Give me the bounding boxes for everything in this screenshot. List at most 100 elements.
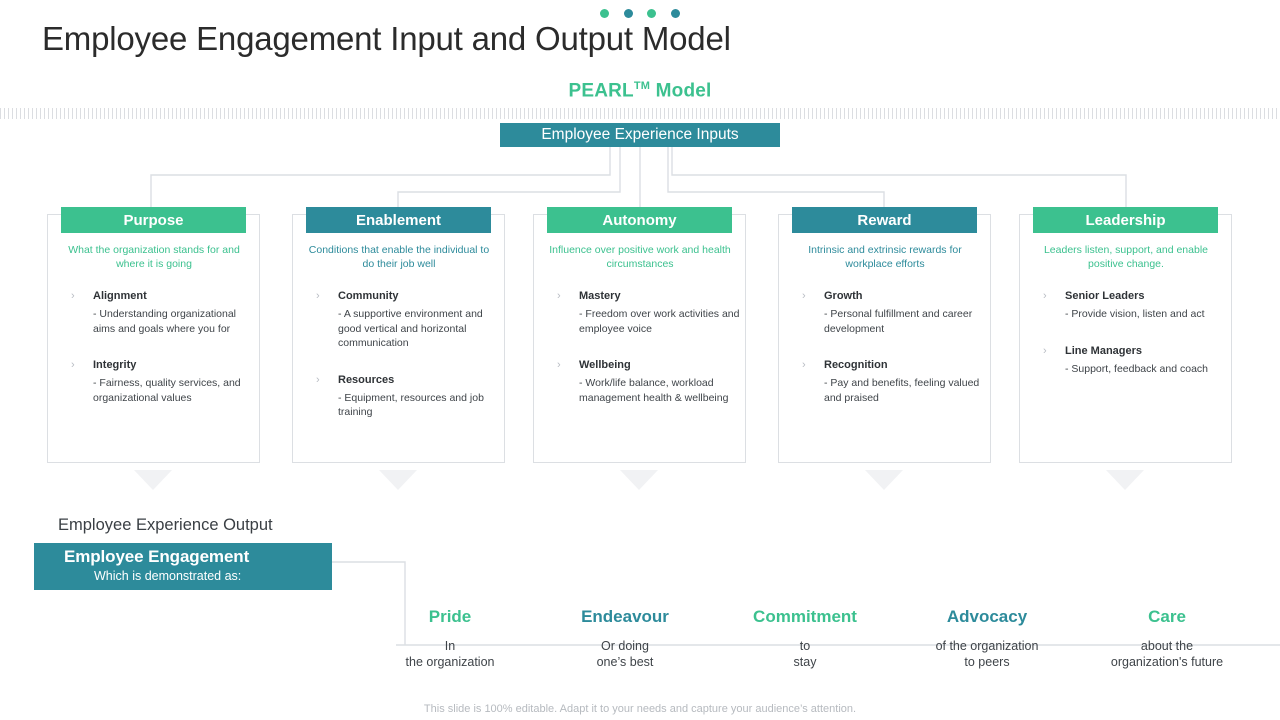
column-description: Conditions that enable the individual to…	[308, 244, 490, 270]
model-subtitle: PEARLTM Model	[0, 80, 1280, 102]
chevron-right-icon: ›	[316, 373, 320, 386]
dot-2	[623, 9, 633, 18]
column-title: Purpose	[61, 207, 246, 233]
item-term: Integrity	[93, 359, 137, 371]
dot-4	[670, 9, 680, 18]
column-frame	[47, 214, 260, 463]
column-item: › Growth - Personal fulfillment and career…	[800, 289, 986, 336]
column-item: ›Line Managers- Support, feedback and co…	[1041, 344, 1227, 377]
column-description: What the organization stands for and whe…	[68, 244, 240, 270]
down-arrow-icon	[1106, 470, 1144, 490]
tick-divider	[0, 108, 1280, 119]
item-term: Growth	[824, 290, 863, 302]
output-section-label: Employee Experience Output	[58, 516, 273, 534]
item-term: Alignment	[93, 290, 147, 302]
column-items: › Community - A supportive environment and…	[314, 289, 500, 420]
column-item: › Wellbeing - Work/life balance, workload …	[555, 358, 741, 405]
column-frame	[533, 214, 746, 463]
page-title: Employee Engagement Input and Output Mod…	[42, 20, 731, 57]
output-item-head: Advocacy	[946, 607, 1028, 626]
item-detail: - Freedom over work activities and emplo…	[579, 308, 740, 335]
dot-3	[647, 9, 657, 18]
column-item: › Resources - Equipment, resources and job…	[314, 373, 500, 420]
column-description: Intrinsic and extrinsic rewards for work…	[808, 244, 962, 270]
item-detail: - Equipment, resources and job training	[338, 391, 484, 419]
down-arrow-icon	[620, 470, 658, 490]
engagement-subtitle: Which is demonstrated as:	[94, 569, 242, 583]
column-item: › Recognition - Pay and benefits, feeling …	[800, 358, 986, 405]
output-item-head: Endeavour	[581, 607, 669, 626]
chevron-right-icon: ›	[71, 359, 75, 371]
item-detail: - Fairness, quality services, and organi…	[93, 377, 241, 404]
column-item: › Mastery - Freedom over work activities a…	[555, 289, 741, 336]
column-item: › Integrity - Fairness, quality services, …	[69, 358, 255, 405]
column-items: › Alignment - Understanding organizational…	[69, 289, 255, 405]
footer-note: This slide is 100% editable. Adapt it to…	[423, 703, 857, 715]
subtitle-main: PEARL	[568, 80, 634, 102]
employee-experience-inputs-bar: Employee Experience Inputs	[500, 123, 780, 147]
chevron-right-icon: ›	[802, 290, 806, 302]
item-detail: - Provide vision, listen and act	[1065, 308, 1205, 320]
column-description: Influence over positive work and health …	[549, 244, 731, 270]
item-term: Mastery	[579, 290, 621, 302]
chevron-right-icon: ›	[316, 290, 320, 302]
item-detail: - Understanding organizational aims and …	[93, 308, 237, 335]
item-term: Community	[338, 290, 399, 302]
column-title: Leadership	[1033, 207, 1218, 233]
item-detail: - Pay and benefits, feeling valued and p…	[824, 377, 980, 404]
down-arrow-icon	[865, 470, 903, 490]
chevron-right-icon: ›	[1043, 290, 1047, 302]
subtitle-trademark: TM	[633, 80, 651, 92]
column-item: › Alignment - Understanding organizational…	[69, 289, 255, 336]
chevron-right-icon: ›	[71, 290, 75, 302]
item-detail: - Support, feedback and coach	[1065, 362, 1209, 375]
output-item-head: Commitment	[753, 607, 857, 626]
item-term: Senior Leaders	[1065, 290, 1145, 302]
chevron-right-icon: ›	[557, 290, 561, 302]
item-detail: - Personal fulfillment and career develo…	[824, 308, 973, 335]
item-term: Wellbeing	[579, 359, 631, 371]
item-detail: - A supportive environment and good vert…	[338, 308, 483, 349]
chevron-right-icon: ›	[1043, 344, 1047, 357]
output-item-head: Care	[1148, 607, 1186, 626]
chevron-right-icon: ›	[557, 359, 561, 371]
column-items: › Growth - Personal fulfillment and career…	[800, 289, 986, 405]
column-title: Reward	[792, 207, 977, 233]
chevron-right-icon: ›	[802, 359, 806, 371]
column-item: › Community - A supportive environment and…	[314, 289, 500, 351]
output-item-head: Pride	[428, 607, 472, 626]
item-detail: - Work/life balance, workload management…	[579, 377, 729, 404]
item-term: Resources	[338, 373, 395, 386]
input-bar-label: Employee Experience Inputs	[541, 126, 739, 143]
engagement-title: Employee Engagement	[64, 547, 250, 566]
subtitle-tail: Model	[650, 80, 712, 102]
decorative-dots	[0, 5, 1280, 23]
dot-1	[600, 9, 610, 18]
column-title: Enablement	[306, 207, 491, 233]
item-term: Recognition	[824, 359, 888, 371]
column-items: › Mastery - Freedom over work activities a…	[555, 289, 741, 405]
column-title: Autonomy	[547, 207, 732, 233]
employee-engagement-box: Employee Engagement Which is demonstrate…	[34, 543, 332, 590]
column-item: › Senior Leaders - Provide vision, listen …	[1041, 289, 1227, 322]
column-items: › Senior Leaders - Provide vision, listen …	[1041, 289, 1227, 376]
column-frame	[292, 214, 505, 463]
